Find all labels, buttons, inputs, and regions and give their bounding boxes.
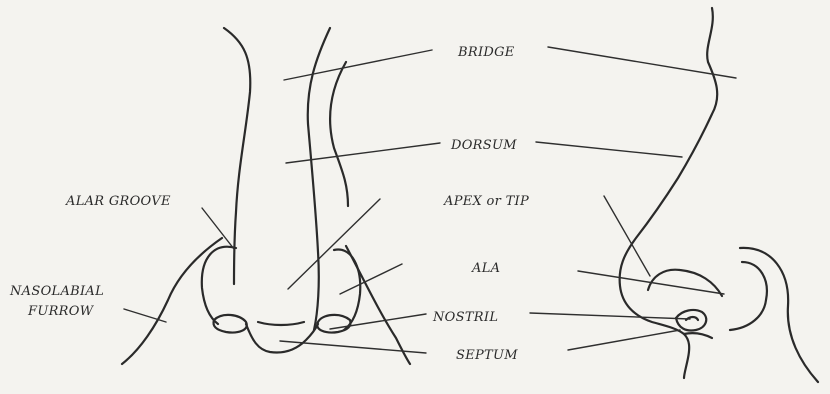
profile-outline xyxy=(620,8,718,378)
leader-ala-front xyxy=(340,264,402,294)
leader-nostril-profile xyxy=(530,313,690,319)
front-right-nasolabial-furrow xyxy=(346,246,410,364)
front-dorsum-highlight-line xyxy=(330,62,348,206)
leader-septum-front xyxy=(280,341,426,353)
label-apex-or-tip: APEX or TIP xyxy=(443,194,529,209)
leader-alar-groove xyxy=(202,208,234,249)
profile-cheek-inner xyxy=(730,262,767,330)
label-dorsum: DORSUM xyxy=(450,138,517,153)
label-alar-groove: ALAR GROOVE xyxy=(65,194,171,209)
label-septum: SEPTUM xyxy=(456,348,518,363)
front-tip-line xyxy=(258,322,304,325)
leader-apex-profile xyxy=(604,196,650,276)
leader-lines xyxy=(124,47,736,353)
leader-septum-profile xyxy=(568,330,680,350)
leader-apex-front xyxy=(288,199,380,289)
label-bridge: BRIDGE xyxy=(457,45,515,60)
profile-lip xyxy=(684,333,712,338)
front-left-bridge-line xyxy=(224,28,250,284)
profile-nostril xyxy=(676,310,706,331)
leader-ala-profile xyxy=(578,271,724,294)
leader-dorsum-profile xyxy=(536,142,682,157)
label-ala: ALA xyxy=(471,261,500,276)
label-furrow: FURROW xyxy=(27,304,95,319)
profile-cheek-curve xyxy=(740,248,818,382)
label-nasolabial: NASOLABIAL xyxy=(9,284,104,299)
leader-bridge-front xyxy=(284,50,432,80)
front-septum-base xyxy=(246,324,318,353)
front-right-nostril xyxy=(317,315,350,333)
label-nostril: NOSTRIL xyxy=(432,310,498,325)
front-left-ala-curve xyxy=(202,247,236,324)
labels: BRIDGE DORSUM APEX or TIP ALAR GROOVE AL… xyxy=(9,45,529,363)
